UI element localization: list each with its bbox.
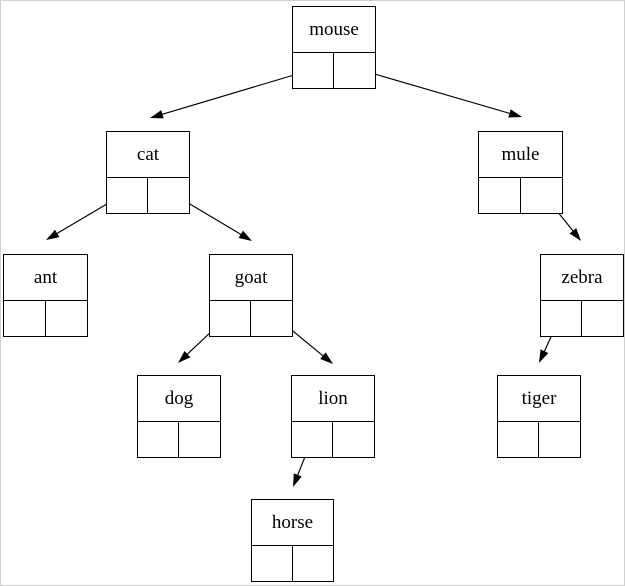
tree-node-pointer-row xyxy=(107,178,189,213)
tree-node-zebra[interactable]: zebra xyxy=(540,254,624,337)
edge-arrowhead xyxy=(293,473,302,487)
tree-node-pointer-row xyxy=(293,53,375,88)
tree-edge-mouse-to-mule xyxy=(353,67,522,118)
left-pointer-cell[interactable] xyxy=(4,301,46,336)
tree-node-label: mule xyxy=(479,132,562,178)
left-pointer-cell[interactable] xyxy=(292,422,333,457)
tree-node-dog[interactable]: dog xyxy=(137,375,221,458)
tree-node-label: lion xyxy=(292,376,374,422)
right-pointer-cell[interactable] xyxy=(334,53,375,88)
tree-node-pointer-row xyxy=(210,301,292,336)
edge-arrowhead xyxy=(150,110,164,119)
tree-node-label: tiger xyxy=(498,376,580,422)
tree-node-mouse[interactable]: mouse xyxy=(292,6,376,89)
edge-line xyxy=(160,68,315,116)
edge-arrowhead xyxy=(569,228,581,241)
right-pointer-cell[interactable] xyxy=(582,301,623,336)
tree-node-label: zebra xyxy=(541,255,623,301)
tree-node-label: goat xyxy=(210,255,292,301)
edge-arrowhead xyxy=(46,229,60,240)
right-pointer-cell[interactable] xyxy=(333,422,374,457)
tree-node-label: horse xyxy=(252,500,333,546)
tree-node-lion[interactable]: lion xyxy=(291,375,375,458)
right-pointer-cell[interactable] xyxy=(46,301,88,336)
left-pointer-cell[interactable] xyxy=(293,53,334,88)
edge-arrowhead xyxy=(320,352,333,364)
tree-node-label: dog xyxy=(138,376,220,422)
tree-node-pointer-row xyxy=(498,422,580,457)
tree-node-label: mouse xyxy=(293,7,375,53)
tree-node-cat[interactable]: cat xyxy=(106,131,190,214)
left-pointer-cell[interactable] xyxy=(252,546,293,581)
left-pointer-cell[interactable] xyxy=(498,422,539,457)
tree-edge-mouse-to-cat xyxy=(150,68,315,119)
right-pointer-cell[interactable] xyxy=(251,301,292,336)
tree-node-pointer-row xyxy=(138,422,220,457)
tree-node-goat[interactable]: goat xyxy=(209,254,293,337)
tree-node-pointer-row xyxy=(4,301,87,336)
tree-node-mule[interactable]: mule xyxy=(478,131,563,214)
left-pointer-cell[interactable] xyxy=(479,178,521,213)
edge-arrowhead xyxy=(238,230,252,241)
left-pointer-cell[interactable] xyxy=(107,178,148,213)
edge-arrowhead xyxy=(539,349,549,363)
tree-node-horse[interactable]: horse xyxy=(251,499,334,582)
right-pointer-cell[interactable] xyxy=(148,178,189,213)
left-pointer-cell[interactable] xyxy=(138,422,179,457)
tree-node-pointer-row xyxy=(479,178,562,213)
right-pointer-cell[interactable] xyxy=(293,546,334,581)
tree-node-pointer-row xyxy=(292,422,374,457)
tree-node-pointer-row xyxy=(252,546,333,581)
tree-node-label: cat xyxy=(107,132,189,178)
tree-node-label: ant xyxy=(4,255,87,301)
left-pointer-cell[interactable] xyxy=(210,301,251,336)
tree-node-tiger[interactable]: tiger xyxy=(497,375,581,458)
right-pointer-cell[interactable] xyxy=(539,422,580,457)
right-pointer-cell[interactable] xyxy=(521,178,563,213)
edge-line xyxy=(353,67,512,115)
edge-arrowhead xyxy=(508,109,522,118)
edge-arrowhead xyxy=(178,350,191,363)
right-pointer-cell[interactable] xyxy=(179,422,220,457)
tree-node-ant[interactable]: ant xyxy=(3,254,88,337)
tree-node-pointer-row xyxy=(541,301,623,336)
left-pointer-cell[interactable] xyxy=(541,301,582,336)
